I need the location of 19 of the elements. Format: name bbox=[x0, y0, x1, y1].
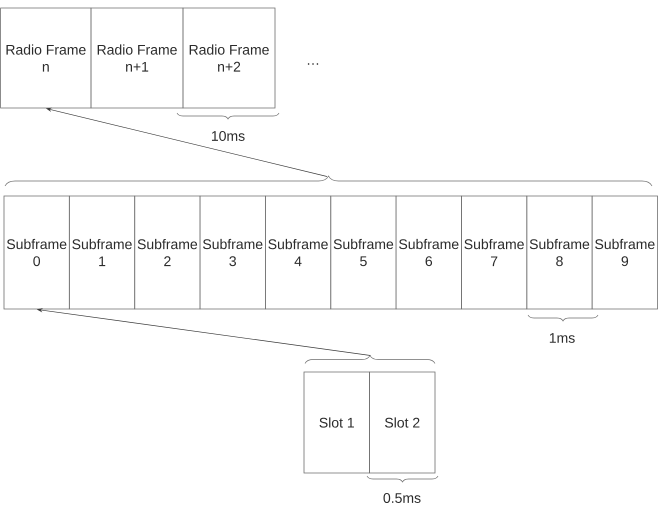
slot-box: Slot 2 bbox=[369, 372, 436, 474]
subframe-box: Subframe 8 bbox=[526, 196, 593, 310]
subframe-box: Subframe 6 bbox=[396, 196, 462, 310]
frame-box: Radio Frame n+1 bbox=[90, 8, 184, 108]
subframe-box: Subframe 1 bbox=[68, 196, 136, 310]
subframe-box: Subframe 9 bbox=[592, 196, 658, 310]
subframe-box: Subframe 3 bbox=[200, 196, 266, 310]
duration-label: 10ms bbox=[212, 131, 245, 141]
duration-label: 1ms bbox=[550, 333, 575, 343]
frame-box: Radio Frame n+2 bbox=[182, 8, 276, 108]
ellipsis: … bbox=[308, 63, 318, 65]
duration-label: 0.5ms bbox=[384, 493, 421, 503]
subframe-box: Subframe 5 bbox=[330, 196, 396, 310]
subframe-box: Subframe 7 bbox=[461, 196, 528, 310]
slot-box: Slot 1 bbox=[304, 372, 370, 474]
subframe-box: Subframe 2 bbox=[134, 196, 200, 310]
subframe-box: Subframe 0 bbox=[4, 196, 70, 310]
subframe-box: Subframe 4 bbox=[265, 196, 332, 310]
frame-box: Radio Frame n bbox=[0, 8, 92, 108]
